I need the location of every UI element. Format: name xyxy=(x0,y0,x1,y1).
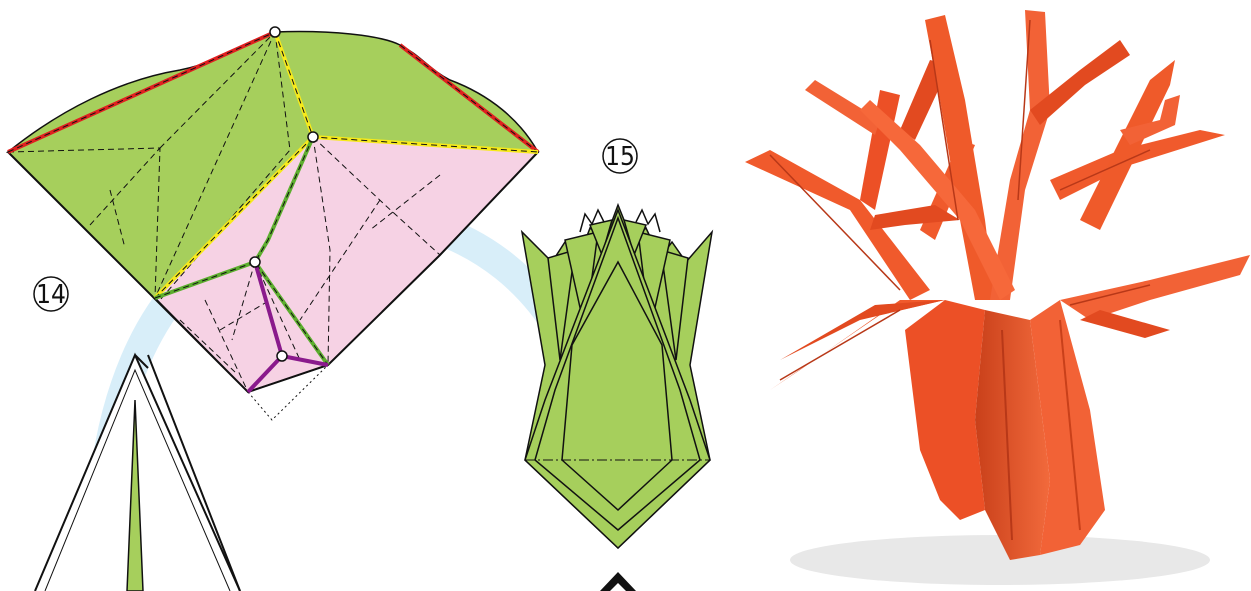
push-arrow-icon xyxy=(600,572,636,591)
step-number: 14 xyxy=(36,280,66,310)
finished-model-photo xyxy=(745,10,1250,585)
reference-point-icon xyxy=(308,132,318,142)
reference-point-icon xyxy=(277,351,287,361)
step-15-diagram xyxy=(522,205,712,548)
step-number: 15 xyxy=(605,142,635,172)
model-trunk xyxy=(905,300,985,520)
step-14-lower-figure xyxy=(35,355,240,591)
reference-point-icon xyxy=(270,27,280,37)
step-15-label: 15 xyxy=(603,139,637,173)
step-14-diagram xyxy=(8,27,538,420)
step-14-label: 14 xyxy=(34,277,68,311)
reference-point-icon xyxy=(250,257,260,267)
